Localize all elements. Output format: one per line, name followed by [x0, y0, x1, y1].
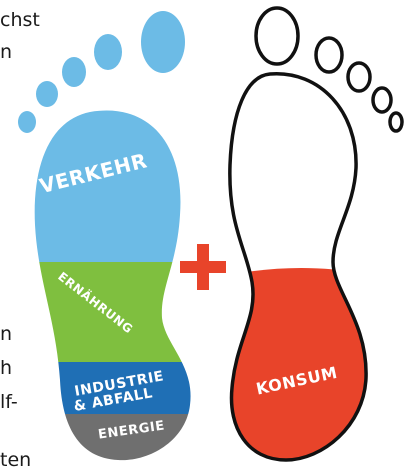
left-toe-4 [36, 81, 58, 107]
left-toe-5 [18, 111, 36, 133]
right-foot-outline [228, 72, 368, 462]
right-foot-fill [229, 268, 367, 460]
left-toe-2 [94, 34, 122, 70]
left-toe-3 [62, 57, 86, 87]
left-toe-big [141, 11, 185, 73]
text-fragment-6: ten [0, 449, 32, 471]
text-fragment-3: n [0, 323, 13, 345]
right-toe-2 [314, 36, 344, 74]
text-fragment-4: h [0, 357, 13, 379]
plus-icon [180, 244, 226, 290]
text-fragment-1: chst [0, 9, 40, 31]
right-toe-4 [371, 86, 393, 114]
right-foot-toes [254, 6, 404, 133]
left-foot-toes [18, 11, 185, 133]
text-fragment-5: lf- [0, 391, 18, 413]
plus-vertical-bar [197, 244, 209, 290]
text-fragment-2: n [0, 41, 13, 63]
right-toe-big [254, 6, 300, 66]
segment-energie [34, 414, 191, 461]
right-toe-3 [346, 61, 372, 93]
segment-konsum [229, 268, 367, 460]
right-toe-5 [388, 111, 404, 133]
